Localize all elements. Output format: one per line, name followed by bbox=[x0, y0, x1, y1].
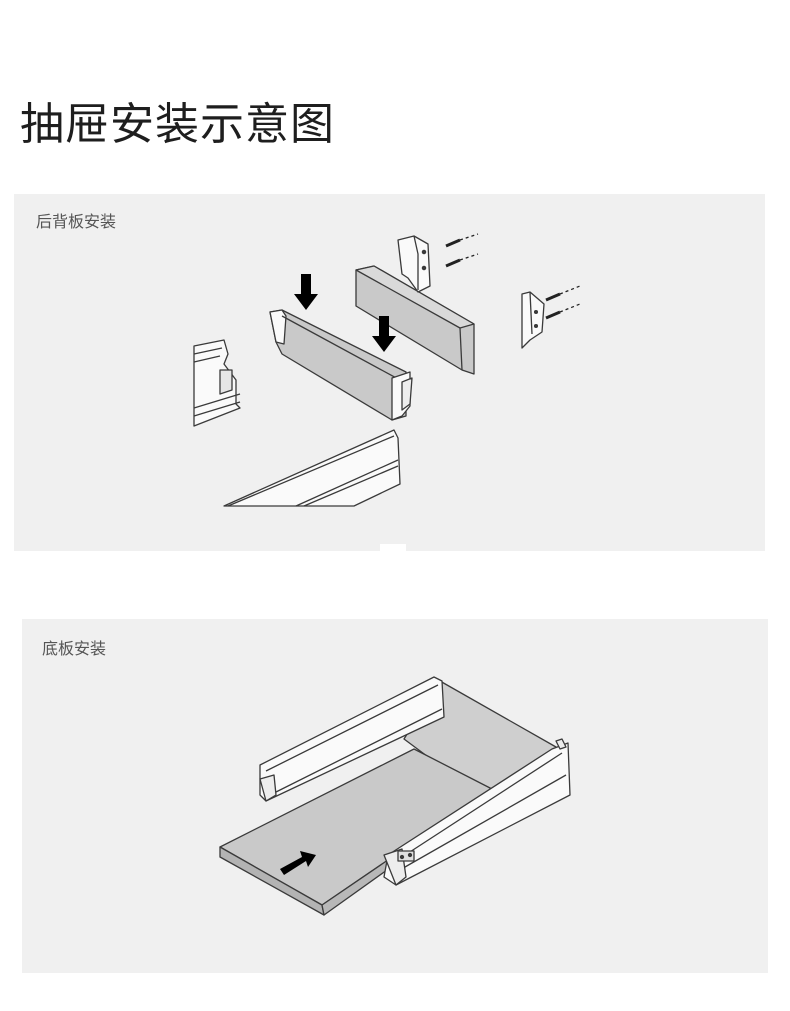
bottom-panel-installation-illustration bbox=[219, 676, 571, 916]
step-label-bottom-panel: 底板安装 bbox=[42, 639, 107, 658]
drawer-rail bbox=[223, 429, 401, 507]
down-arrow-2 bbox=[372, 316, 396, 352]
connector-bracket-2 bbox=[521, 291, 545, 349]
back-panel-installation-panel: 后背板安装 bbox=[14, 194, 765, 551]
connector-bracket-1 bbox=[397, 235, 431, 293]
down-arrow-1 bbox=[294, 274, 318, 310]
bottom-panel-installation-panel: 底板安装 bbox=[22, 619, 768, 973]
step-label-back-panel: 后背板安装 bbox=[36, 212, 117, 231]
screws bbox=[445, 233, 581, 320]
back-panel-installation-illustration bbox=[193, 233, 581, 551]
left-side-wall bbox=[259, 676, 445, 802]
back-panel-assembled bbox=[269, 309, 413, 421]
drawer-side-fragment bbox=[193, 339, 241, 427]
right-side-wall bbox=[383, 738, 571, 886]
install-arrows bbox=[294, 274, 396, 352]
page-title: 抽屉安装示意图 bbox=[20, 99, 335, 150]
push-arrow bbox=[280, 851, 316, 875]
back-board bbox=[355, 265, 475, 375]
